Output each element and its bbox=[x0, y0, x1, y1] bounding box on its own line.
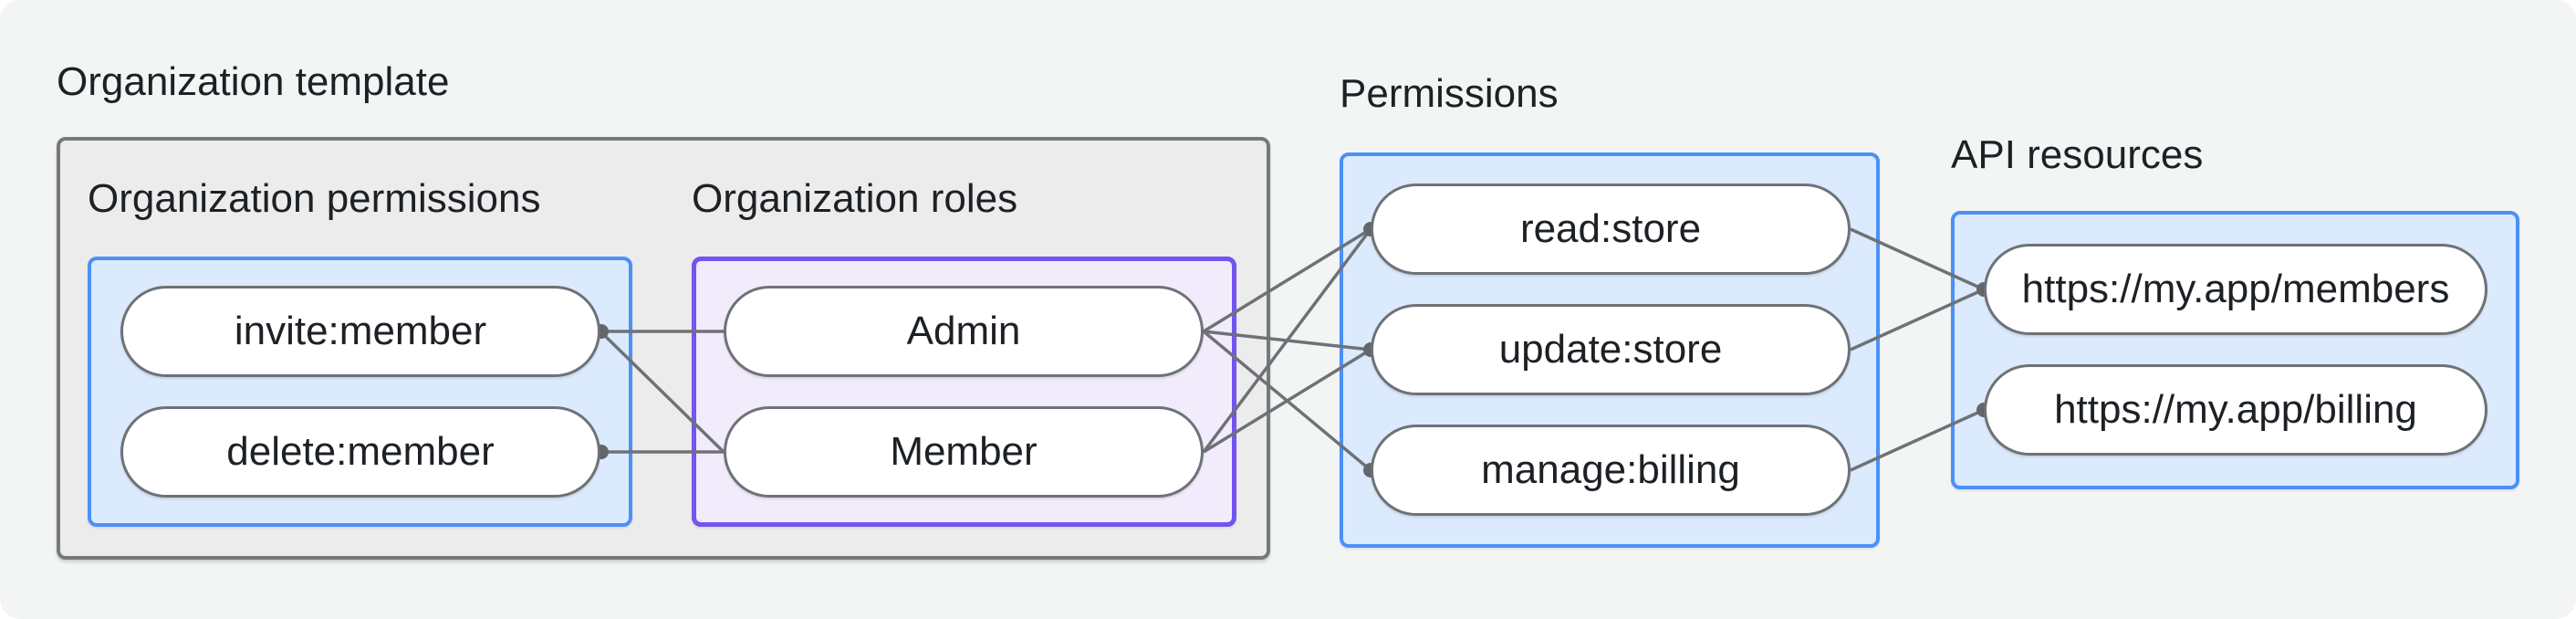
api-resources-label: API resources bbox=[1951, 132, 2204, 177]
node-member-role: Member bbox=[724, 406, 1204, 498]
organization-permissions-label: Organization permissions bbox=[88, 176, 541, 221]
permissions-label: Permissions bbox=[1340, 71, 1559, 116]
node-manage-billing: manage:billing bbox=[1371, 425, 1851, 516]
node-invite-member: invite:member bbox=[120, 286, 600, 377]
node-update-store: update:store bbox=[1371, 304, 1851, 395]
node-api-billing: https://my.app/billing bbox=[1984, 364, 2487, 456]
organization-template-label: Organization template bbox=[57, 59, 450, 104]
node-api-members: https://my.app/members bbox=[1984, 244, 2487, 335]
organization-roles-label: Organization roles bbox=[692, 176, 1018, 221]
node-read-store: read:store bbox=[1371, 184, 1851, 275]
node-admin-role: Admin bbox=[724, 286, 1204, 377]
node-delete-member: delete:member bbox=[120, 406, 600, 498]
